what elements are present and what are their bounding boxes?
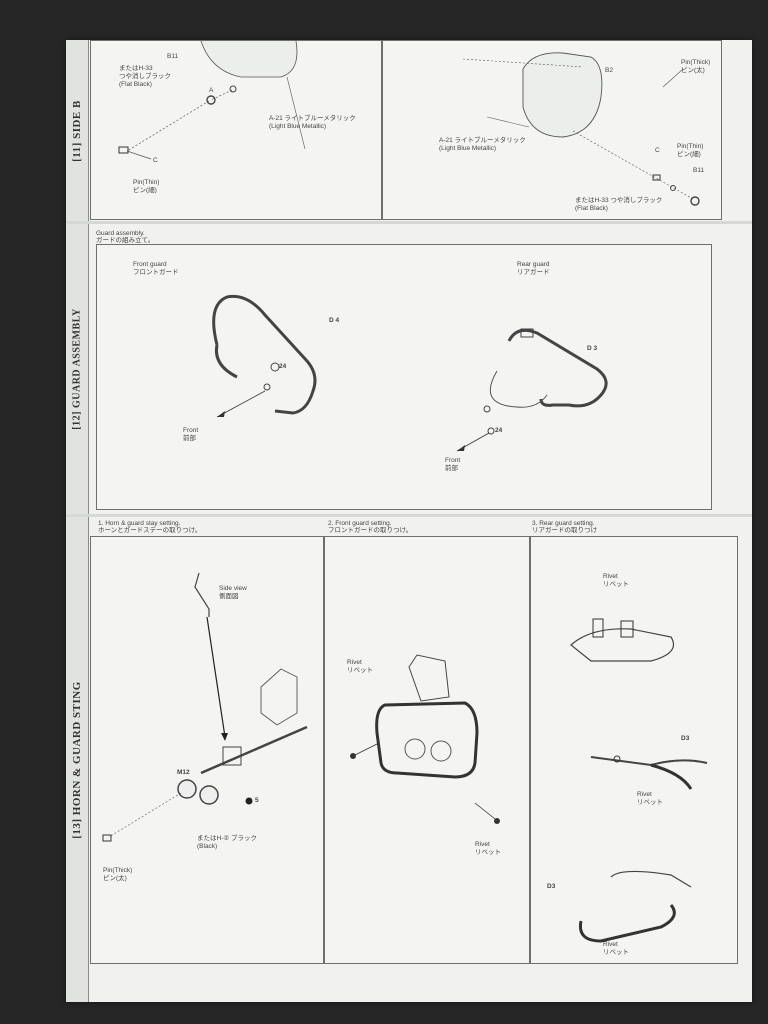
section-13-sidebar: [13] HORN & GUARD STING — [66, 517, 89, 1002]
step1-heading-2: ホーンとガードステーの取りつけ。 — [98, 527, 202, 534]
pin-thin-1: Pin(Thin) — [133, 179, 160, 186]
step3-rivet-5: Rivet — [603, 941, 618, 948]
color-right-2: (Light Blue Metallic) — [439, 145, 497, 152]
step2-heading-1: 2. Front guard setting. — [328, 520, 392, 527]
step3-rivet-4: リベット — [637, 799, 663, 806]
step3-heading-2: リアガードの取りつけ — [532, 527, 598, 534]
paint-code-3: (Flat Black) — [119, 81, 152, 88]
step1-pin-2: ピン(太) — [103, 875, 127, 882]
rear-guard-setting-drawing — [570, 618, 708, 943]
paint-right-1: またはH-33 つや消しブラック — [575, 197, 663, 204]
step1-panel: Side view 側面図 M12 5 またはH-② ブラック (Black) … — [90, 536, 324, 964]
section-11-title: [11] SIDE B — [71, 100, 83, 162]
part-c-label: C — [153, 157, 158, 164]
fold-line-1 — [66, 221, 752, 224]
section-13-title: [13] HORN & GUARD STING — [71, 680, 83, 839]
step3-rivet-1: Rivet — [603, 573, 618, 580]
part-5-label: 5 — [255, 797, 259, 804]
step3-rivet-2: リベット — [603, 581, 629, 588]
step2-panel: Rivet リベット Rivet リベット — [324, 536, 530, 964]
front-rear-label-1: Front — [445, 457, 461, 464]
side-cover-left-drawing — [118, 41, 306, 160]
part-b11-right-label: B11 — [693, 167, 705, 174]
color-label-2: (Light Blue Metallic) — [269, 123, 327, 130]
step3-part-d3-1: D3 — [681, 735, 690, 742]
paint-right-2: (Flat Black) — [575, 205, 608, 212]
step2-rivet-2: リベット — [347, 667, 373, 674]
step2-heading-2: フロントガードの取りつけ。 — [328, 527, 413, 534]
front-guard-setting-drawing — [350, 654, 500, 824]
instruction-sheet: [11] SIDE B またはH-33 つや消しブラック (Flat Black… — [66, 40, 752, 1002]
front-label-1: Front — [183, 427, 199, 434]
guard-intro-2: ガードの組み立て。 — [96, 237, 155, 244]
part-24-rear: 24 — [495, 427, 503, 434]
horn-stay-drawing — [102, 572, 308, 842]
step1-paint-2: (Black) — [197, 843, 218, 850]
step1-paint-1: またはH-② ブラック — [197, 835, 257, 842]
paint-code-1: またはH-33 — [119, 65, 153, 72]
part-24-front: 24 — [279, 363, 287, 370]
part-d3-label: D 3 — [587, 345, 598, 352]
step3-rivet-3: Rivet — [637, 791, 652, 798]
pin-thin-right-1: Pin(Thin) — [677, 143, 704, 150]
part-b11-label: B11 — [167, 53, 179, 60]
step2-rivet-4: リベット — [475, 849, 501, 856]
section-12-title: [12] GUARD ASSEMBLY — [71, 308, 83, 430]
part-c-right-label: C — [655, 147, 660, 154]
step3-rivet-6: リベット — [603, 949, 629, 956]
pin-thick-1: Pin(Thick) — [681, 59, 711, 66]
side-cover-right-drawing — [462, 52, 700, 206]
front-rear-label-2: 前部 — [445, 465, 458, 472]
rear-guard-1: Rear guard — [517, 261, 550, 268]
side-view-2: 側面図 — [219, 593, 239, 600]
rear-guard-2: リアガード — [517, 269, 550, 276]
pin-thin-right-2: ピン(細) — [677, 151, 701, 158]
part-d4-label: D 4 — [329, 317, 340, 324]
step3-part-d3-2: D3 — [547, 883, 556, 890]
part-b2-label: B2 — [605, 67, 613, 74]
color-right-1: A-21 ライトブルーメタリック — [439, 137, 526, 144]
step1-pin-1: Pin(Thick) — [103, 867, 133, 874]
section-12-panel: Front guard フロントガード Rear guard リアガード D 4… — [96, 244, 712, 510]
section-11-sidebar: [11] SIDE B — [66, 40, 89, 222]
fold-line-2 — [66, 514, 752, 517]
paint-code-2: つや消しブラック — [119, 73, 171, 80]
section-11-right-panel: Pin(Thick) ピン(太) B2 C A-21 ライトブルーメタリック (… — [382, 40, 722, 220]
guard-assembly-drawing — [212, 294, 608, 452]
step3-panel: Rivet リベット D3 Rivet リベット D3 Rivet リベット — [530, 536, 738, 964]
guard-intro-1: Guard assembly. — [96, 230, 145, 237]
section-11-left-panel: またはH-33 つや消しブラック (Flat Black) B11 A C Pi… — [90, 40, 382, 220]
section-12-sidebar: [12] GUARD ASSEMBLY — [66, 224, 89, 514]
side-view-1: Side view — [219, 585, 247, 592]
pin-thick-2: ピン(太) — [681, 67, 705, 74]
step2-rivet-1: Rivet — [347, 659, 362, 666]
front-guard-2: フロントガード — [133, 269, 179, 276]
front-guard-1: Front guard — [133, 261, 167, 268]
pin-thin-2: ピン(細) — [133, 187, 157, 194]
part-a-label: A — [209, 87, 214, 94]
step2-rivet-3: Rivet — [475, 841, 490, 848]
step3-heading-1: 3. Rear guard setting. — [532, 520, 595, 527]
color-label-1: A-21 ライトブルーメタリック — [269, 115, 356, 122]
front-label-2: 前部 — [183, 435, 196, 442]
part-m12-label: M12 — [177, 769, 190, 776]
step1-heading-1: 1. Horn & guard stay setting. — [98, 520, 181, 527]
